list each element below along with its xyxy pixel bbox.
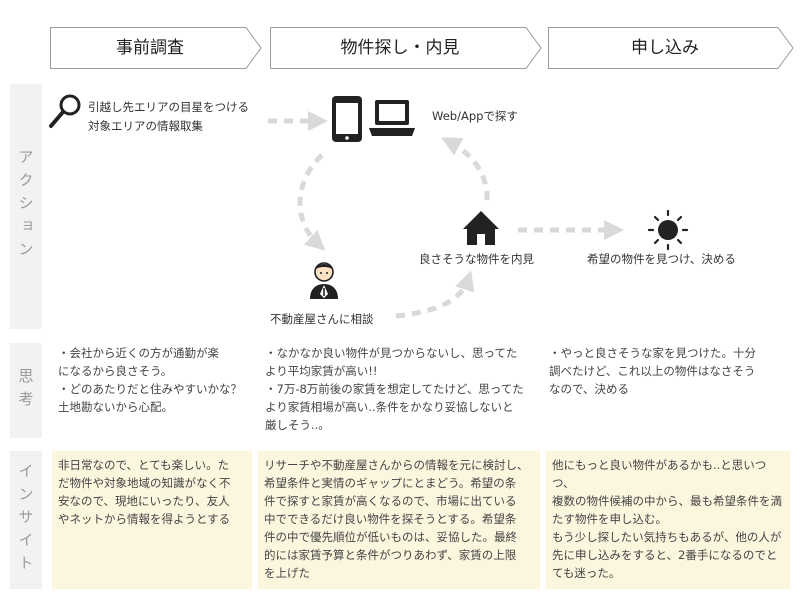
- magnifier-icon: [49, 94, 81, 128]
- arrow-viewing-to-web: [441, 137, 490, 201]
- laptop-icon: [369, 100, 415, 136]
- row-label-insight-text: インサイト: [16, 462, 35, 578]
- phase-research: 事前調査: [50, 27, 262, 69]
- action-web-app-label: Web/Appで探す: [432, 109, 518, 123]
- phase-label: 事前調査: [116, 38, 184, 58]
- thought-search: ・なかなか良い物件が見つからないし、思ってた より平均家賃が高い!! ・7万-8…: [265, 346, 524, 432]
- action-agent-label: 不動産屋さんに相談: [270, 312, 374, 326]
- phase-label: 物件探し・内見: [340, 38, 460, 58]
- action-viewing-label: 良さそうな物件を内見: [419, 252, 534, 266]
- smartphone-icon: [332, 96, 362, 142]
- row-label-thought: 思考: [10, 343, 42, 438]
- thought-research: ・会社から近くの方が通勤が楽 になるから良さそう。 ・どのあたりだと住みやすいか…: [58, 346, 242, 414]
- arrow-web-to-agent: [297, 153, 326, 251]
- insight-search: リサーチや不動産屋さんからの情報を元に検討し、 希望条件と実情のギャップにとまど…: [258, 451, 540, 589]
- row-label-action-text: アクション: [16, 149, 35, 264]
- agent-person-icon: [310, 262, 338, 299]
- insight-research: 非日常なので、とても楽しい。た だ物件や対象地域の知識がなく不 安なので、現地に…: [52, 451, 252, 589]
- insight-apply: 他にもっと良い物件があるかも..と思いつつ、 複数の物件候補の中から、最も希望条…: [546, 451, 790, 589]
- chevron-shape: [50, 27, 262, 69]
- sun-icon: [647, 209, 689, 251]
- chevron-shape: [548, 27, 794, 69]
- thought-apply: ・やっと良さそうな家を見つけた。十分 調べたけど、これ以上の物件はなさそう なの…: [549, 346, 756, 396]
- chevron-shape: [270, 27, 542, 69]
- action-research-label-2: 対象エリアの情報取集: [88, 119, 203, 133]
- action-decide-label: 希望の物件を見つけ、決める: [587, 252, 736, 266]
- arrow-agent-to-viewing: [395, 270, 475, 319]
- phase-search-viewing: 物件探し・内見: [270, 27, 542, 69]
- row-label-action: アクション: [10, 84, 42, 329]
- phase-label: 申し込み: [631, 38, 699, 58]
- row-label-thought-text: 思考: [16, 367, 35, 414]
- action-research-label-1: 引越し先エリアの目星をつける: [88, 100, 249, 114]
- row-label-insight: インサイト: [10, 451, 42, 589]
- phase-apply: 申し込み: [548, 27, 794, 69]
- house-icon: [463, 211, 499, 245]
